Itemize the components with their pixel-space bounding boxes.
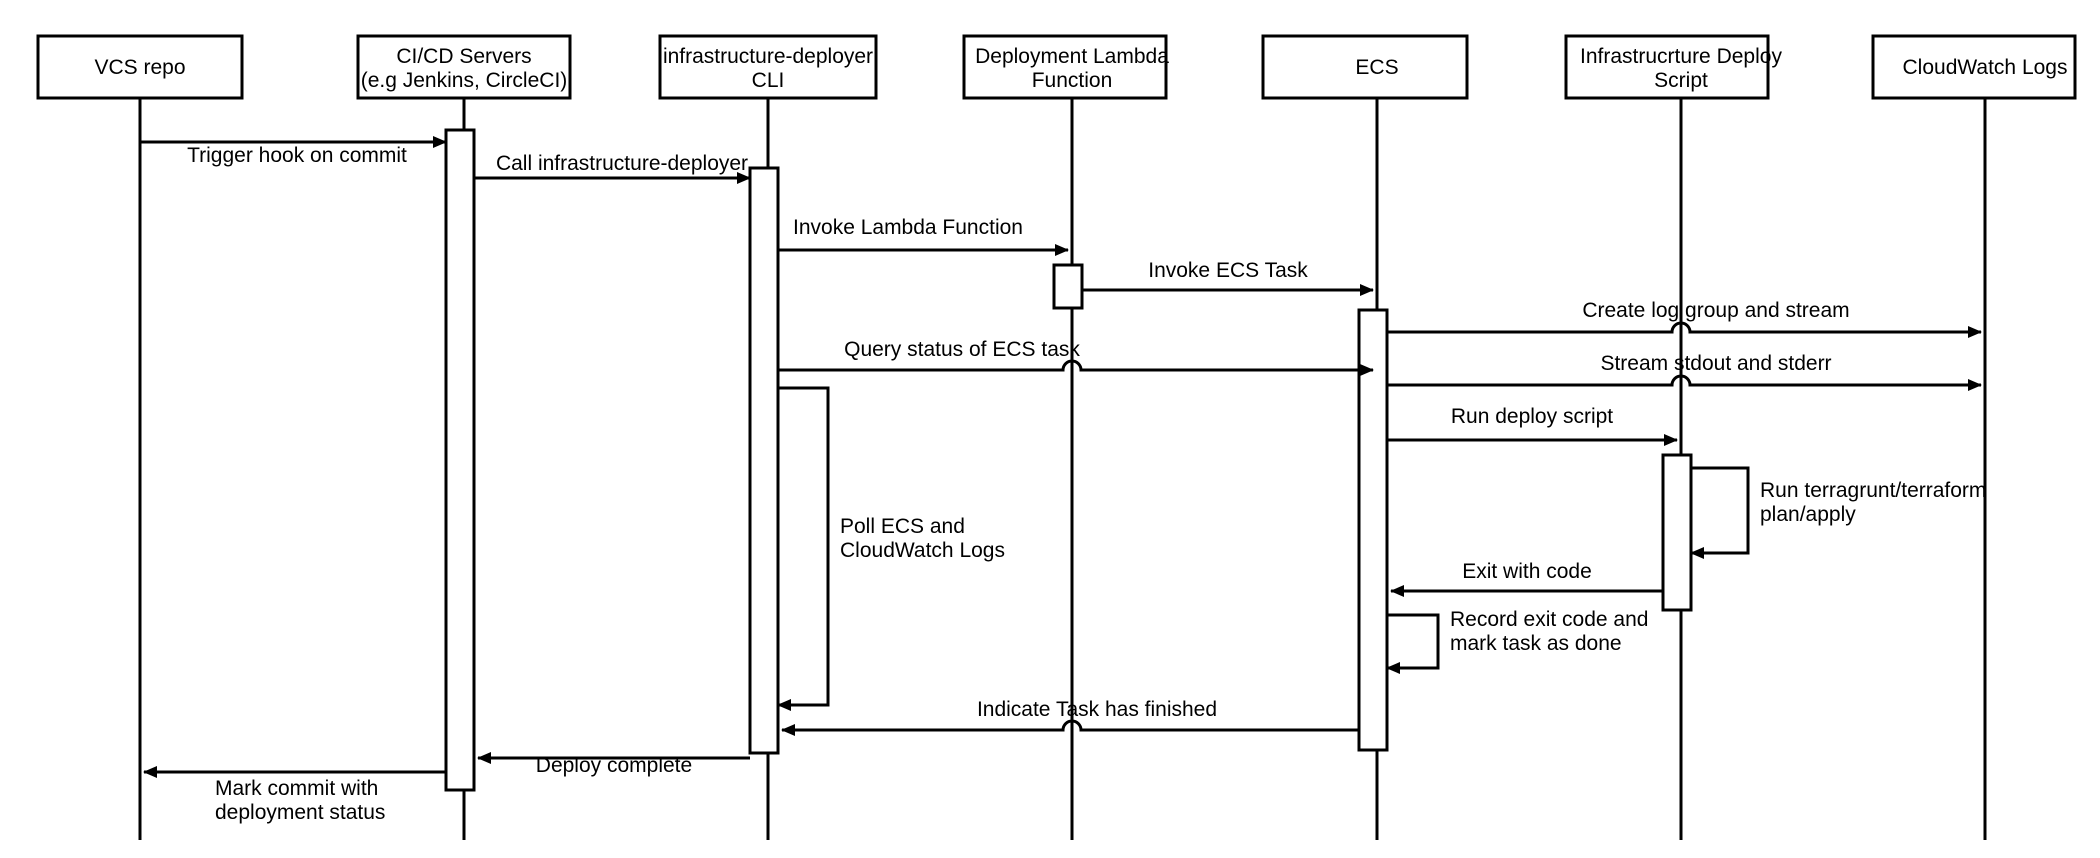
participant-box-cwlogs	[1871, 34, 2077, 100]
messages-layer: Trigger hook on commit Call infrastructur…	[140, 136, 1982, 824]
participant-box-script	[1564, 34, 1770, 100]
message-m3[interactable]: Invoke Lambda Function	[778, 216, 1069, 256]
participant-label-cli: CLI	[752, 69, 785, 92]
activation-bar-ecs	[1357, 308, 1389, 752]
message-m8[interactable]: Run deploy script	[1387, 405, 1678, 446]
self-loop-arrow-loop-poll	[777, 386, 830, 711]
self-loop-label-loop-terra: plan/apply	[1760, 503, 1856, 526]
message-label-m3: Invoke Lambda Function	[793, 216, 1023, 239]
message-label-m10: Indicate Task has finished	[977, 698, 1217, 721]
self-loop-arrow-loop-terra	[1690, 466, 1750, 559]
participant-label-lambda: Deployment Lambda	[975, 45, 1169, 68]
activation-bars-layer	[444, 128, 1693, 792]
self-loop-label-loop-terra: Run terragrunt/terraform	[1760, 479, 1986, 502]
participant-box-cli	[658, 34, 878, 100]
participant-box-ecs	[1261, 34, 1469, 100]
message-label-m8: Run deploy script	[1451, 405, 1613, 428]
self-loop-label-loop-record: mark task as done	[1450, 632, 1622, 655]
activation-bar-cli	[748, 166, 780, 755]
participant-box-vcs	[36, 34, 244, 100]
message-label-m6: Query status of ECS task	[844, 338, 1080, 361]
message-m6[interactable]: Query status of ECS task	[778, 338, 1374, 376]
message-label-m11: Deploy complete	[536, 754, 692, 777]
participant-label-script: Infrastrucrture Deploy	[1580, 45, 1782, 68]
participant-label-cicd: (e.g Jenkins, CircleCI)	[361, 69, 568, 92]
participant-label-lambda: Function	[1032, 69, 1113, 92]
message-m4[interactable]: Invoke ECS Task	[1082, 259, 1374, 296]
message-arrow-m6	[778, 359, 1374, 376]
participant-label-cicd: CI/CD Servers	[396, 45, 531, 68]
participant-box-cicd	[356, 34, 572, 100]
message-m7[interactable]: Stream stdout and stderr	[1387, 352, 1982, 391]
message-arrow-m5	[1387, 321, 1982, 338]
message-m2[interactable]: Call infrastructure-deployer	[474, 152, 751, 184]
participant-label-cli: infrastructure-deployer	[663, 45, 873, 68]
message-arrow-m10	[781, 719, 1359, 736]
participant-label-ecs: ECS	[1355, 56, 1398, 79]
participant-ecs[interactable]: ECS	[1261, 34, 1469, 100]
message-label-m5: Create log group and stream	[1582, 299, 1849, 322]
message-label-m9: Exit with code	[1462, 560, 1592, 583]
activation-bar-script	[1661, 453, 1693, 612]
self-loop-label-loop-poll: CloudWatch Logs	[840, 539, 1005, 562]
participant-vcs[interactable]: VCS repo	[36, 34, 244, 100]
participant-cwlogs[interactable]: CloudWatch Logs	[1871, 34, 2077, 100]
message-label-m4: Invoke ECS Task	[1148, 259, 1308, 282]
message-m5[interactable]: Create log group and stream	[1387, 299, 1982, 338]
message-label-m12: deployment status	[215, 801, 385, 824]
message-m10[interactable]: Indicate Task has finished	[781, 698, 1359, 736]
message-arrow-m7	[1387, 374, 1982, 391]
participant-label-vcs: VCS repo	[94, 56, 185, 79]
message-m9[interactable]: Exit with code	[1390, 560, 1663, 597]
participant-cicd[interactable]: CI/CD Servers(e.g Jenkins, CircleCI)	[356, 34, 572, 100]
message-label-m1: Trigger hook on commit	[187, 144, 407, 167]
participant-boxes-layer: VCS repo CI/CD Servers(e.g Jenkins, Circl…	[36, 34, 2077, 100]
message-label-m2: Call infrastructure-deployer	[496, 152, 748, 175]
participant-box-lambda	[962, 34, 1168, 100]
self-loop-arrow-loop-record	[1386, 613, 1440, 674]
activation-bar-cicd	[444, 128, 476, 792]
participant-label-cwlogs: CloudWatch Logs	[1903, 56, 2068, 79]
message-m11[interactable]: Deploy complete	[477, 752, 750, 777]
message-label-m7: Stream stdout and stderr	[1600, 352, 1831, 375]
self-loop-label-loop-poll: Poll ECS and	[840, 515, 965, 538]
participant-label-script: Script	[1654, 69, 1708, 92]
self-loop-label-loop-record: Record exit code and	[1450, 608, 1648, 631]
message-m1[interactable]: Trigger hook on commit	[140, 136, 447, 167]
activation-bar-lambda	[1052, 263, 1084, 310]
message-label-m12: Mark commit with	[215, 777, 378, 800]
